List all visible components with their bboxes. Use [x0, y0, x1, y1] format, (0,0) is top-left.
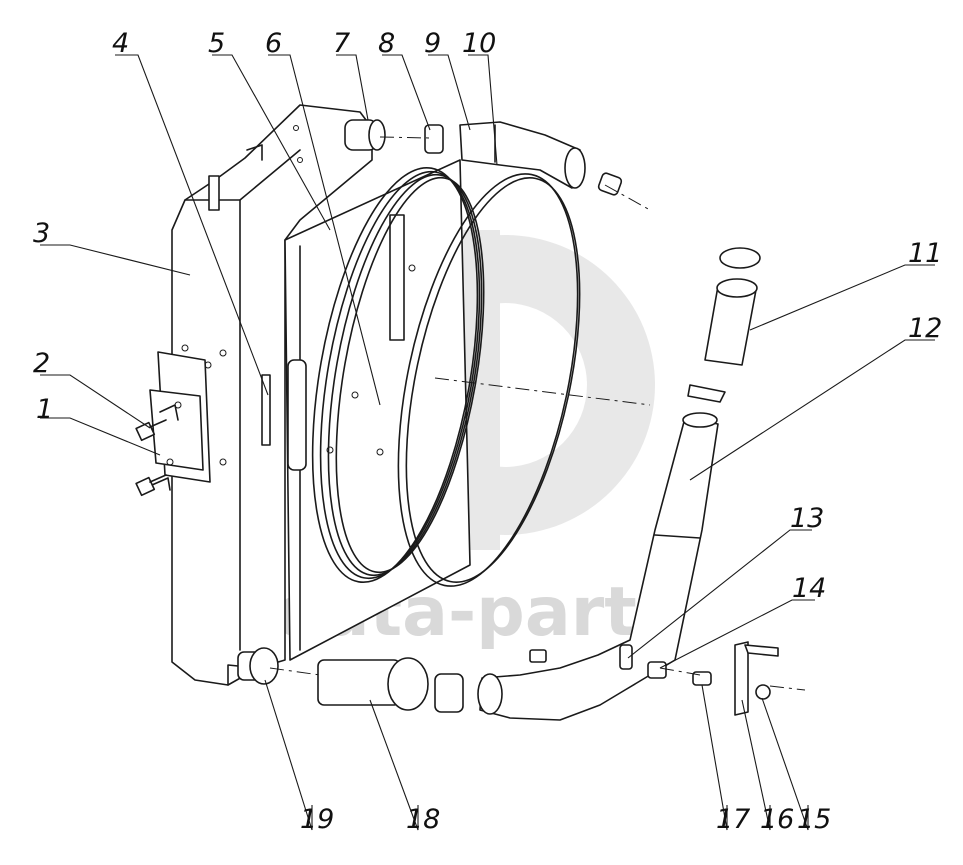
callout-labels: 1 2 3 4 5 6 7 8 9 10 11 12 13 14 15 16 1… — [33, 28, 942, 835]
callout-14: 14 — [792, 573, 826, 604]
radiator-core — [171, 104, 373, 686]
callout-17: 17 — [716, 804, 750, 835]
fan-ring-assembly — [311, 166, 581, 587]
centerlines — [269, 136, 806, 691]
callout-13: 13 — [790, 503, 824, 534]
callout-3: 3 — [33, 218, 50, 249]
callout-5: 5 — [208, 28, 225, 59]
callout-7: 7 — [333, 28, 350, 59]
callout-11: 11 — [908, 238, 942, 269]
lower-hose-set — [479, 247, 761, 721]
callout-10: 10 — [462, 28, 496, 59]
callout-15: 15 — [797, 804, 831, 835]
callout-16: 16 — [760, 804, 794, 835]
callout-19: 19 — [300, 804, 334, 835]
callout-2: 2 — [33, 348, 50, 379]
callout-12: 12 — [908, 313, 942, 344]
callout-18: 18 — [406, 804, 440, 835]
callout-4: 4 — [112, 28, 129, 59]
callout-leaders — [40, 54, 935, 831]
callout-6: 6 — [265, 28, 282, 59]
bolt-set — [135, 419, 167, 497]
expansion-bracket — [149, 344, 227, 491]
upper-hose-set — [344, 119, 623, 196]
callout-8: 8 — [378, 28, 395, 59]
callout-1: 1 — [36, 394, 53, 425]
callout-9: 9 — [424, 28, 441, 59]
